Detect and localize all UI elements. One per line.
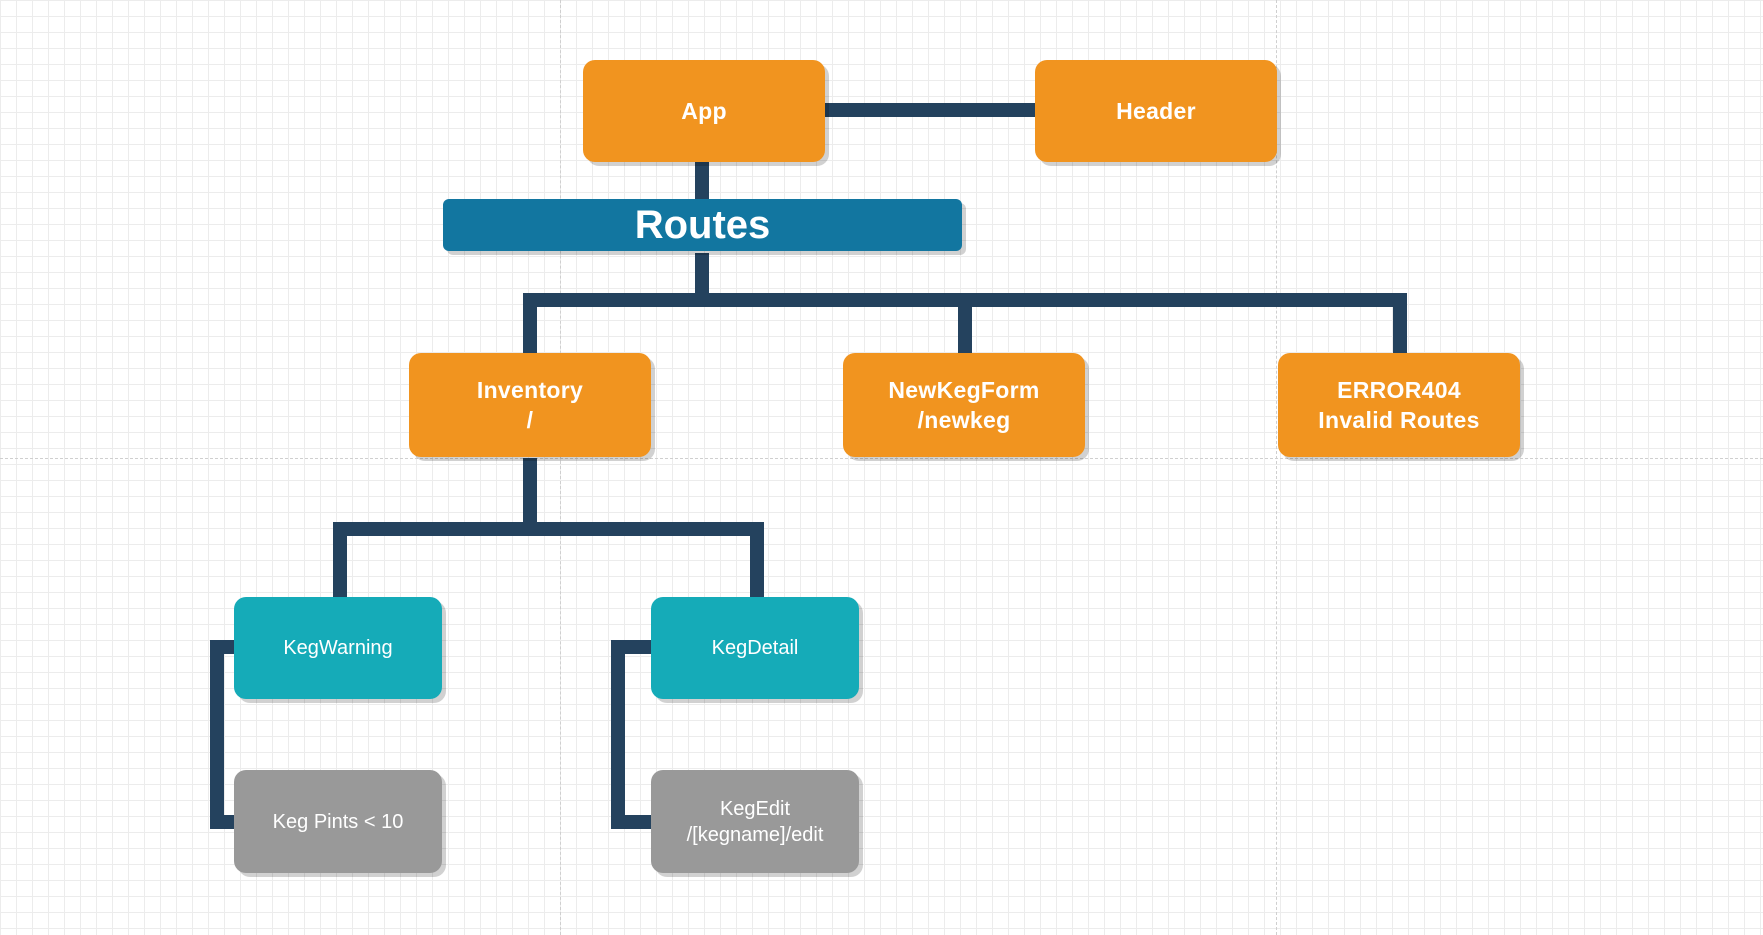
inventory-children-bus [333,522,764,597]
inventory-route: / [526,407,534,433]
kegdetail-leaf-connector [611,640,651,829]
kegedit-route: /[kegname]/edit [686,823,824,846]
inventory-label: Inventory [476,377,584,403]
kegedit-label: KegEdit [719,797,791,820]
app-node[interactable]: App [583,60,825,162]
inventory-node[interactable]: Inventory / [409,353,651,457]
kegwarning-node[interactable]: KegWarning [234,597,442,699]
kegdetail-label: KegDetail [711,637,799,659]
newkegform-node[interactable]: NewKegForm /newkeg [843,353,1085,457]
routes-bar[interactable]: Routes [443,199,962,251]
kegdetail-node[interactable]: KegDetail [651,597,859,699]
header-label: Header [1116,98,1196,124]
header-node[interactable]: Header [1035,60,1277,162]
vertical-guide-line [560,0,561,935]
app-label: App [681,98,727,124]
vertical-guide-line [1276,0,1277,935]
newkegform-label: NewKegForm [888,377,1040,403]
keg-pints-label: Keg Pints < 10 [272,810,404,833]
horizontal-guide-line [0,458,1763,459]
kegwarning-label: KegWarning [283,637,393,659]
error404-route: Invalid Routes [1318,407,1480,433]
kegwarning-leaf-connector [210,640,234,829]
error404-node[interactable]: ERROR404 Invalid Routes [1278,353,1520,457]
routes-label: Routes [634,202,771,247]
keg-pints-node[interactable]: Keg Pints < 10 [234,770,442,873]
kegedit-node[interactable]: KegEdit /[kegname]/edit [651,770,859,873]
error404-label: ERROR404 [1337,377,1461,403]
newkegform-route: /newkeg [917,407,1011,433]
